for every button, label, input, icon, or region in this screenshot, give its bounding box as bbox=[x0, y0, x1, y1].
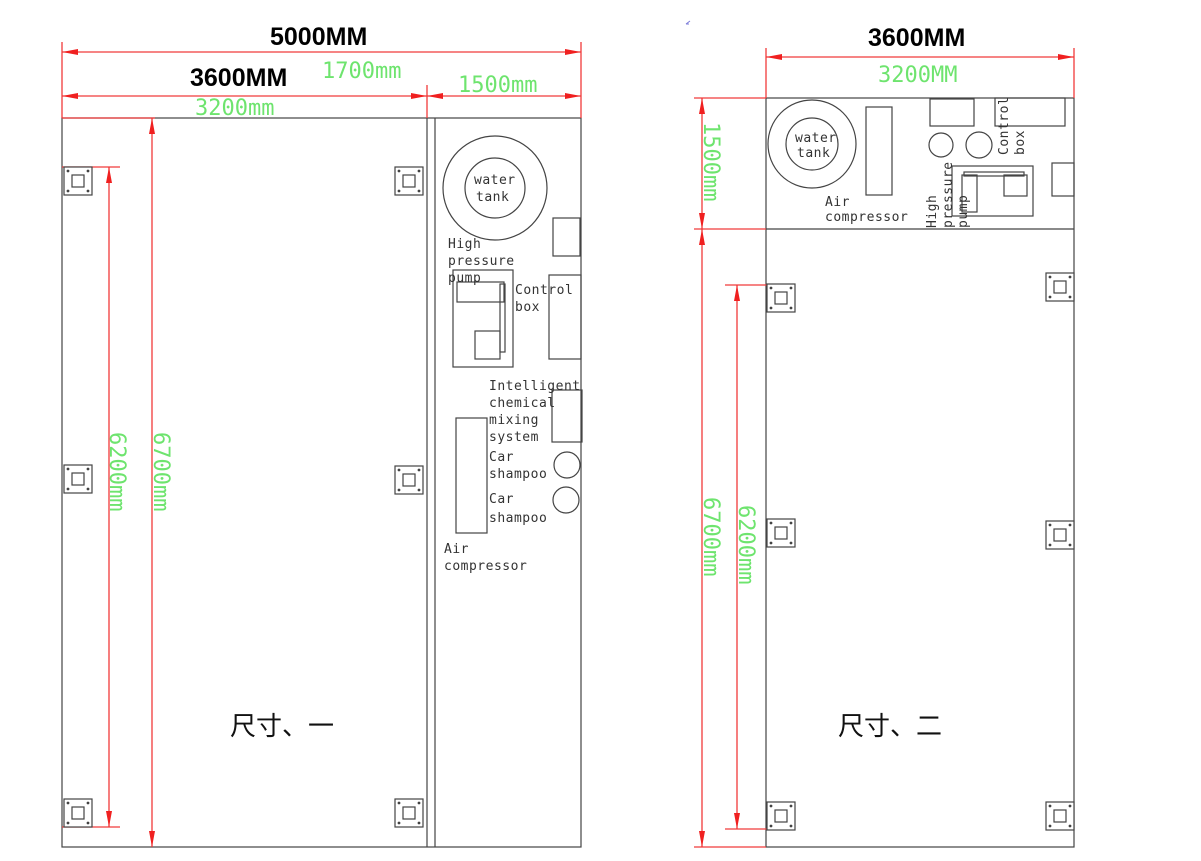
label: pressure bbox=[448, 254, 515, 269]
floor-mount bbox=[766, 801, 796, 831]
dimension-lines bbox=[61, 42, 582, 847]
air-compressor: Air compressor bbox=[825, 106, 908, 225]
ghost-dimension-label: 1700mm bbox=[322, 59, 401, 84]
label: shampoo bbox=[489, 511, 547, 526]
label: Control bbox=[515, 283, 573, 298]
floor-mount bbox=[63, 798, 93, 828]
label: Car bbox=[489, 450, 514, 465]
layout-one: 5000MM 1700mm 3600MM 3200mm 1500mm 6200m… bbox=[61, 23, 583, 848]
equipment-width-label: 1500mm bbox=[458, 73, 537, 98]
equipment-box bbox=[552, 217, 581, 257]
chemical-mixing-system: Intelligent chemical mixing system bbox=[489, 379, 583, 445]
mount-length-label: 6200mm bbox=[104, 432, 129, 511]
label: box bbox=[1013, 130, 1028, 155]
floor-mount bbox=[63, 166, 93, 196]
high-pressure-pump: High pressure pump bbox=[925, 161, 1034, 228]
label: compressor bbox=[444, 559, 527, 574]
label: shampoo bbox=[489, 467, 547, 482]
label: system bbox=[489, 430, 539, 445]
high-pressure-pump: High pressure pump bbox=[448, 237, 515, 368]
label: Car bbox=[489, 492, 514, 507]
total-length-label: 6700mm bbox=[698, 497, 723, 576]
label: Air bbox=[825, 195, 850, 210]
label: mixing bbox=[489, 413, 539, 428]
label: compressor bbox=[825, 210, 908, 225]
floor-mount bbox=[394, 798, 424, 828]
total-length-label: 6700mm bbox=[148, 432, 173, 511]
label: pressure bbox=[941, 161, 956, 228]
floor-mount bbox=[394, 166, 424, 196]
equipment-depth-label: 1500mm bbox=[698, 122, 723, 201]
label: water bbox=[474, 173, 516, 188]
car-shampoo-tank bbox=[928, 132, 954, 158]
layout-caption: 尺寸、二 bbox=[838, 712, 942, 742]
label: High bbox=[448, 237, 481, 252]
label: chemical bbox=[489, 396, 556, 411]
label: box bbox=[515, 300, 540, 315]
label: Air bbox=[444, 542, 469, 557]
ghost-dimension-label: 3200MM bbox=[878, 63, 957, 88]
dimension-lines bbox=[694, 48, 1075, 848]
bay-outline bbox=[61, 117, 582, 848]
floor-mount bbox=[63, 464, 93, 494]
label: Intelligent bbox=[489, 379, 581, 394]
floor-mount bbox=[394, 465, 424, 495]
mount-length-label: 6200mm bbox=[733, 505, 758, 584]
stray-mark bbox=[685, 20, 691, 25]
total-width-label: 5000MM bbox=[270, 23, 367, 51]
control-box: Control box bbox=[994, 97, 1066, 155]
label: water bbox=[795, 131, 837, 146]
layout-caption: 尺寸、一 bbox=[230, 712, 334, 742]
equipment-box bbox=[929, 98, 975, 127]
layout-two: 3600MM 3200MM 1500mm 6700mm 6200mm water… bbox=[685, 20, 1075, 848]
label: tank bbox=[797, 146, 830, 161]
car-shampoo-tank: Car shampoo bbox=[489, 450, 581, 482]
bay-outline bbox=[765, 97, 1075, 848]
label: tank bbox=[476, 190, 509, 205]
equipment-box bbox=[1051, 162, 1075, 197]
ghost-dimension-label: 3200mm bbox=[195, 96, 274, 121]
wash-width-label: 3600MM bbox=[190, 64, 287, 92]
floor-mount bbox=[766, 283, 796, 313]
floor-mount bbox=[1045, 801, 1075, 831]
car-shampoo-tank: Car shampoo bbox=[489, 486, 580, 526]
control-box: Control box bbox=[515, 274, 582, 360]
label: pump bbox=[448, 271, 481, 286]
width-label: 3600MM bbox=[868, 24, 965, 52]
label: Control bbox=[997, 97, 1012, 155]
water-tank: water tank bbox=[442, 135, 548, 241]
water-tank: water tank bbox=[767, 99, 857, 189]
floor-mount bbox=[766, 518, 796, 548]
car-shampoo-tank bbox=[965, 131, 993, 159]
label: High bbox=[925, 195, 940, 228]
label: pump bbox=[956, 195, 971, 228]
floor-mount bbox=[1045, 520, 1075, 550]
floor-mount bbox=[1045, 272, 1075, 302]
air-compressor: Air compressor bbox=[444, 417, 527, 574]
